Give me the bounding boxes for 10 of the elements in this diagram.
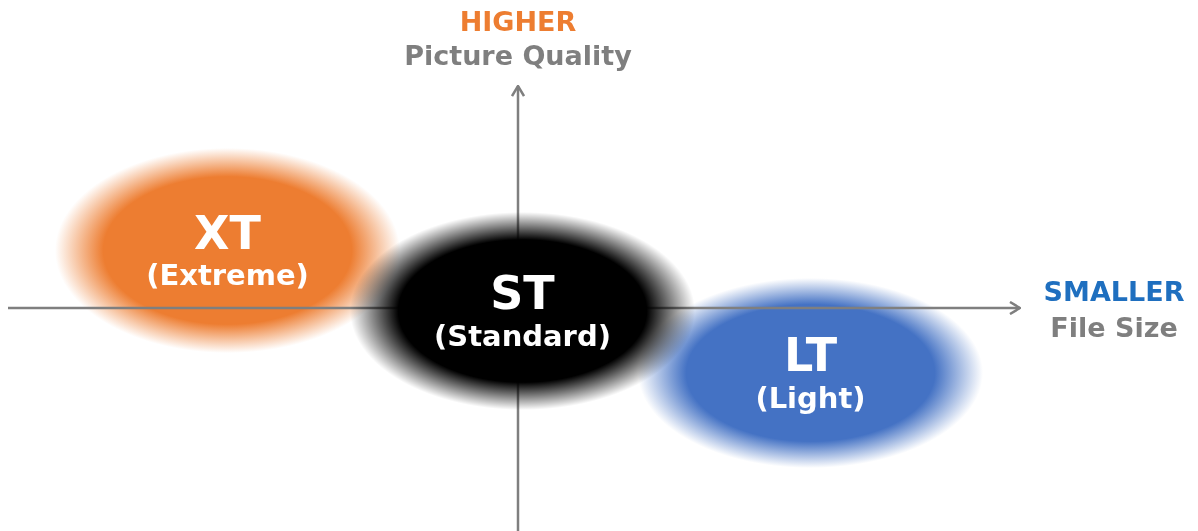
node-title: LT bbox=[783, 330, 838, 381]
axis-label: SMALLER bbox=[1043, 276, 1185, 307]
node-title: XT bbox=[194, 207, 261, 259]
axis-label: File Size bbox=[1050, 312, 1178, 343]
axis-label: HIGHER bbox=[459, 6, 577, 37]
node-subtitle: (Light) bbox=[755, 380, 866, 416]
node-subtitle: (Extreme) bbox=[146, 258, 309, 294]
node-subtitle: (Standard) bbox=[434, 318, 611, 354]
axis-label: Picture Quality bbox=[404, 40, 632, 71]
node-title: ST bbox=[490, 268, 555, 319]
